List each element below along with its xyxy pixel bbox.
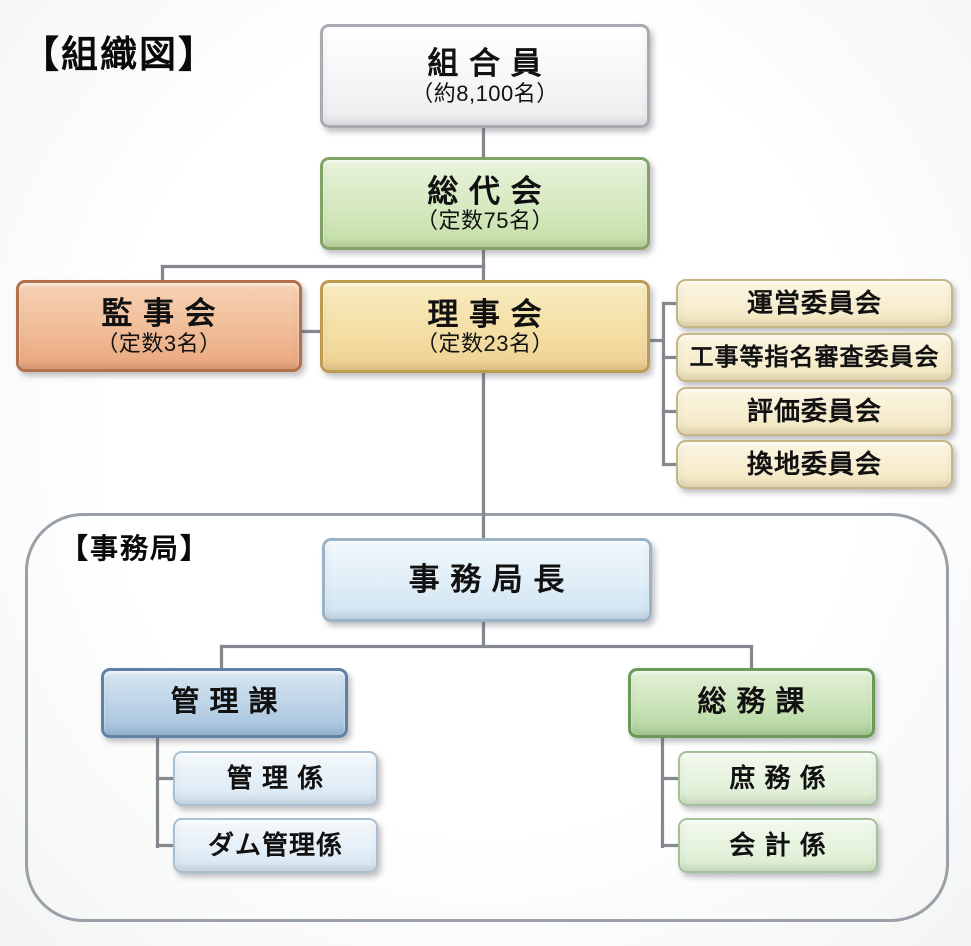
box-kaikei-kakari: 会 計 係 xyxy=(678,818,878,873)
box-shomu-kakari: 庶 務 係 xyxy=(678,751,878,806)
connector-line xyxy=(661,844,678,847)
connector-line xyxy=(220,645,223,668)
connector-line xyxy=(662,410,676,413)
connector-line xyxy=(662,356,676,359)
box-committee-kanchi: 換地委員会 xyxy=(676,440,953,489)
box-kumiaiin: 組 合 員 （約8,100名） xyxy=(320,24,650,128)
connector-line xyxy=(662,302,676,305)
connector-line xyxy=(662,302,665,466)
box-committee-kojitou: 工事等指名審査委員会 xyxy=(676,333,953,382)
box-title: 会 計 係 xyxy=(729,829,827,860)
box-title: 運営委員会 xyxy=(746,287,882,318)
box-title: 工事等指名審査委員会 xyxy=(689,343,940,371)
connector-line xyxy=(161,265,485,268)
box-kanjikai: 監 事 会 （定数3名） xyxy=(16,280,302,372)
box-title: 換地委員会 xyxy=(746,448,882,479)
connector-line xyxy=(161,265,164,281)
connector-line xyxy=(156,777,173,780)
box-soumuka: 総 務 課 xyxy=(628,668,875,738)
box-committee-unei: 運営委員会 xyxy=(676,279,953,328)
connector-line xyxy=(662,463,676,466)
box-title: 組 合 員 xyxy=(427,46,543,82)
box-kanri-kakari: 管 理 係 xyxy=(173,751,378,806)
box-subtitle: （約8,100名） xyxy=(411,80,559,106)
connector-line xyxy=(220,645,753,648)
connector-line xyxy=(650,339,663,342)
connector-line xyxy=(482,128,485,158)
box-subtitle: （定数3名） xyxy=(96,330,222,356)
connector-line xyxy=(482,622,485,645)
connector-line xyxy=(482,373,485,539)
connector-line xyxy=(750,645,753,668)
box-title: 管 理 係 xyxy=(226,762,325,793)
box-jimukyokucho: 事 務 局 長 xyxy=(322,538,652,622)
page-title: 【組織図】 xyxy=(22,34,217,75)
jimukyoku-group-frame xyxy=(25,513,949,922)
box-title: 総 務 課 xyxy=(697,686,806,719)
box-kanrika: 管 理 課 xyxy=(101,668,348,738)
box-soudaikai: 総 代 会 （定数75名） xyxy=(320,157,650,250)
box-title: 評価委員会 xyxy=(746,395,882,426)
box-title: 監 事 会 xyxy=(101,296,217,332)
box-subtitle: （定数75名） xyxy=(416,208,554,234)
box-title: 総 代 会 xyxy=(427,173,543,209)
box-committee-hyouka: 評価委員会 xyxy=(676,387,953,436)
connector-line xyxy=(156,738,159,848)
connector-line xyxy=(661,777,678,780)
box-rijikai: 理 事 会 （定数23名） xyxy=(320,280,650,373)
box-dam-kanri-kakari: ダム管理係 xyxy=(173,818,378,873)
box-title: 事 務 局 長 xyxy=(408,562,566,598)
connector-line xyxy=(302,330,320,333)
box-subtitle: （定数23名） xyxy=(416,331,554,357)
box-title: 理 事 会 xyxy=(427,296,543,332)
connector-line xyxy=(156,844,173,847)
jimukyoku-group-label: 【事務局】 xyxy=(60,533,211,564)
box-title: ダム管理係 xyxy=(207,829,343,860)
box-title: 庶 務 係 xyxy=(729,762,827,793)
box-title: 管 理 課 xyxy=(170,686,279,719)
connector-line xyxy=(661,738,664,848)
